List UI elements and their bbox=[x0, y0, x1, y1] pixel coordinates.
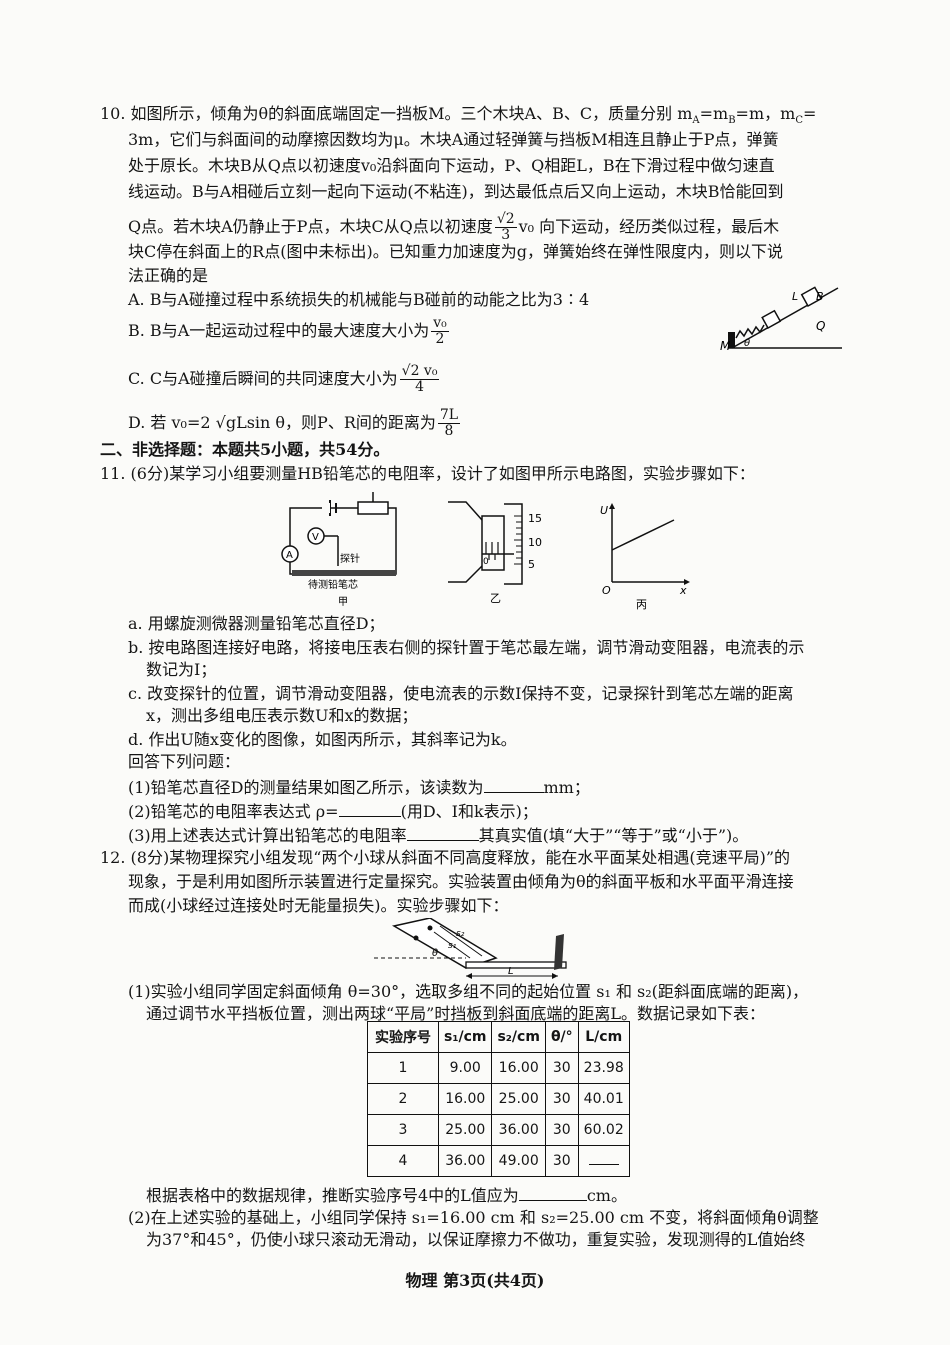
origin-label: O bbox=[602, 584, 611, 597]
q10-line-7: 法正确的是 bbox=[128, 266, 209, 285]
q11-step-b-2: 数记为I； bbox=[146, 660, 217, 679]
tick-15: 15 bbox=[528, 512, 542, 525]
table-cell: 30 bbox=[544, 1052, 579, 1084]
q10-line-4: 线运动。B与A相碰后立刻一起向下运动(不粘连)，到达最低点后又向上运动，木块B恰… bbox=[128, 182, 784, 201]
table-header: θ/° bbox=[544, 1021, 579, 1053]
voltmeter-label: V bbox=[312, 532, 319, 543]
q11-step-c-2: x，测出多组电压表示数U和x的数据； bbox=[146, 706, 418, 725]
label-s2: s₂ bbox=[456, 929, 465, 939]
axis-x-label: x bbox=[679, 584, 687, 597]
q11-sub-3: (3)用上述表达式计算出铅笔芯的电阻率其真实值(填“大于”“等于”或“小于”)。 bbox=[128, 824, 749, 845]
q11-step-d: d. 作出U随x变化的图像，如图丙所示，其斜率记为k。 bbox=[128, 730, 517, 749]
q10-line-6: 块C停在斜面上的R点(图中未标出)。已知重力加速度为g，弹簧始终在弹性限度内，则… bbox=[128, 242, 784, 261]
answer-blank-1[interactable] bbox=[483, 776, 544, 793]
ramp-figure: s₂ s₁ θ L bbox=[374, 918, 567, 979]
incline-figure: B L Q M θ bbox=[720, 286, 842, 353]
table-cell: 1 bbox=[367, 1052, 439, 1084]
q11-step-a: a. 用螺旋测微器测量铅笔芯直径D； bbox=[128, 614, 385, 633]
q12-line-2: 现象，于是利用如图所示装置进行定量探究。实验装置由倾角为θ的斜面平板和水平面平滑… bbox=[128, 872, 794, 891]
table-row: 1 9.00 16.00 30 23.98 bbox=[367, 1052, 630, 1084]
table-row: 3 25.00 36.00 30 60.02 bbox=[367, 1114, 630, 1146]
table-cell: 3 bbox=[367, 1114, 439, 1146]
table-cell: 36.00 bbox=[437, 1145, 493, 1177]
q12-part-2-b: 为37°和45°，仍使小球只滚动无滑动，以保证摩擦力不做功，重复实验，发现测得的… bbox=[146, 1230, 806, 1249]
probe-label: 探针 bbox=[340, 552, 360, 565]
answer-blank-table[interactable] bbox=[588, 1154, 619, 1165]
q11-step-c-1: c. 改变探针的位置，调节滑动变阻器，使电流表的示数I保持不变，记录探针到笔芯左… bbox=[128, 684, 794, 703]
table-header: L/cm bbox=[577, 1021, 630, 1053]
q11-sub-2: (2)铅笔芯的电阻率表达式 ρ=(用D、I和k表示)； bbox=[128, 800, 538, 821]
table-cell: 30 bbox=[544, 1114, 579, 1146]
answer-blank-2[interactable] bbox=[338, 800, 401, 817]
table-header: s₁/cm bbox=[437, 1021, 493, 1053]
tick-10: 10 bbox=[528, 536, 542, 549]
circuit-figure-jia: V A 探针 待测铅笔芯 甲 bbox=[281, 492, 397, 608]
table-cell: 36.00 bbox=[491, 1114, 546, 1146]
table-row: 4 36.00 49.00 30 bbox=[367, 1145, 630, 1177]
table-cell: 23.98 bbox=[577, 1052, 630, 1084]
table-cell: 30 bbox=[544, 1145, 579, 1177]
data-table: 实验序号 s₁/cm s₂/cm θ/° L/cm 1 9.00 16.00 3… bbox=[367, 1021, 630, 1177]
label-theta-ramp: θ bbox=[432, 948, 438, 959]
axis-U-label: U bbox=[600, 504, 608, 517]
label-L-ramp: L bbox=[508, 966, 514, 977]
section-2-heading: 二、非选择题：本题共5小题，共54分。 bbox=[100, 440, 390, 459]
fig-bing-caption: 丙 bbox=[636, 598, 647, 610]
table-cell: 40.01 bbox=[577, 1083, 630, 1115]
fig-jia-caption: 甲 bbox=[338, 597, 348, 608]
q11-intro: 11. (6分)某学习小组要测量HB铅笔芯的电阻率，设计了如图甲所示电路图，实验… bbox=[100, 464, 755, 483]
q10-line-1: 10. 如图所示，倾角为θ的斜面底端固定一挡板M。三个木块A、B、C，质量分别 … bbox=[100, 104, 817, 127]
q10-option-a: A. B与A碰撞过程中系统损失的机械能与B碰前的动能之比为3∶4 bbox=[128, 290, 590, 309]
label-M: M bbox=[720, 339, 731, 353]
q10-line-3: 处于原长。木块B从Q点以初速度v₀沿斜面向下运动，P、Q相距L，B在下滑过程中做… bbox=[128, 156, 775, 175]
table-cell: 30 bbox=[544, 1083, 579, 1115]
q12-part-1-b: 通过调节水平挡板位置，测出两球“平局”时挡板到斜面底端的距离L。数据记录如下表： bbox=[146, 1004, 765, 1023]
label-theta: θ bbox=[744, 338, 750, 349]
tick-5: 5 bbox=[528, 558, 535, 571]
q12-line-1: 12. (8分)某物理探究小组发现“两个小球从斜面不同高度释放，能在水平面某处相… bbox=[100, 848, 791, 867]
table-cell: 60.02 bbox=[577, 1114, 630, 1146]
table-cell: 25.00 bbox=[491, 1083, 546, 1115]
table-cell: 4 bbox=[367, 1145, 439, 1177]
table-header: s₂/cm bbox=[491, 1021, 546, 1053]
table-header: 实验序号 bbox=[367, 1021, 439, 1053]
answer-blank-3[interactable] bbox=[406, 824, 479, 841]
graph-figure-bing: U x O 丙 bbox=[600, 503, 690, 610]
table-cell: 49.00 bbox=[491, 1145, 546, 1177]
q10-line-2: 3m，它们与斜面间的动摩擦因数均为μ。木块A通过轻弹簧与挡板M相连且静止于P点，… bbox=[128, 130, 779, 149]
answer-blank-4[interactable] bbox=[518, 1184, 587, 1201]
q11-ask: 回答下列问题： bbox=[128, 752, 241, 771]
q11-step-b-1: b. 按电路图连接好电路，将接电压表右侧的探针置于笔芯最左端，调节滑动变阻器，电… bbox=[128, 638, 805, 657]
table-cell: 25.00 bbox=[437, 1114, 493, 1146]
table-header-row: 实验序号 s₁/cm s₂/cm θ/° L/cm bbox=[367, 1021, 630, 1053]
table-cell: 2 bbox=[367, 1083, 439, 1115]
table-answer-cell[interactable] bbox=[577, 1145, 630, 1177]
q12-line-3: 而成(小球经过连接处时无能量损失)。实验步骤如下： bbox=[128, 896, 509, 915]
table-row: 2 16.00 25.00 30 40.01 bbox=[367, 1083, 630, 1115]
pencil-core-label: 待测铅笔芯 bbox=[308, 578, 358, 591]
label-L: L bbox=[792, 290, 798, 303]
table-cell: 16.00 bbox=[437, 1083, 493, 1115]
label-B: B bbox=[816, 290, 824, 303]
table-cell: 16.00 bbox=[491, 1052, 546, 1084]
page-footer: 物理 第3页(共4页) bbox=[405, 1271, 545, 1290]
fig-yi-caption: 乙 bbox=[490, 592, 501, 605]
q12-part-1-a: (1)实验小组同学固定斜面倾角 θ=30°，选取多组不同的起始位置 s₁ 和 s… bbox=[128, 982, 809, 1001]
ammeter-label: A bbox=[286, 550, 293, 561]
label-s1: s₁ bbox=[448, 941, 457, 951]
table-cell: 9.00 bbox=[437, 1052, 493, 1084]
micrometer-figure-yi: 15 10 5 0 乙 bbox=[448, 501, 542, 605]
tick-0: 0 bbox=[483, 557, 489, 567]
label-Q: Q bbox=[816, 319, 825, 333]
q12-part-2-a: (2)在上述实验的基础上，小组同学保持 s₁=16.00 cm 和 s₂=25.… bbox=[128, 1208, 819, 1227]
